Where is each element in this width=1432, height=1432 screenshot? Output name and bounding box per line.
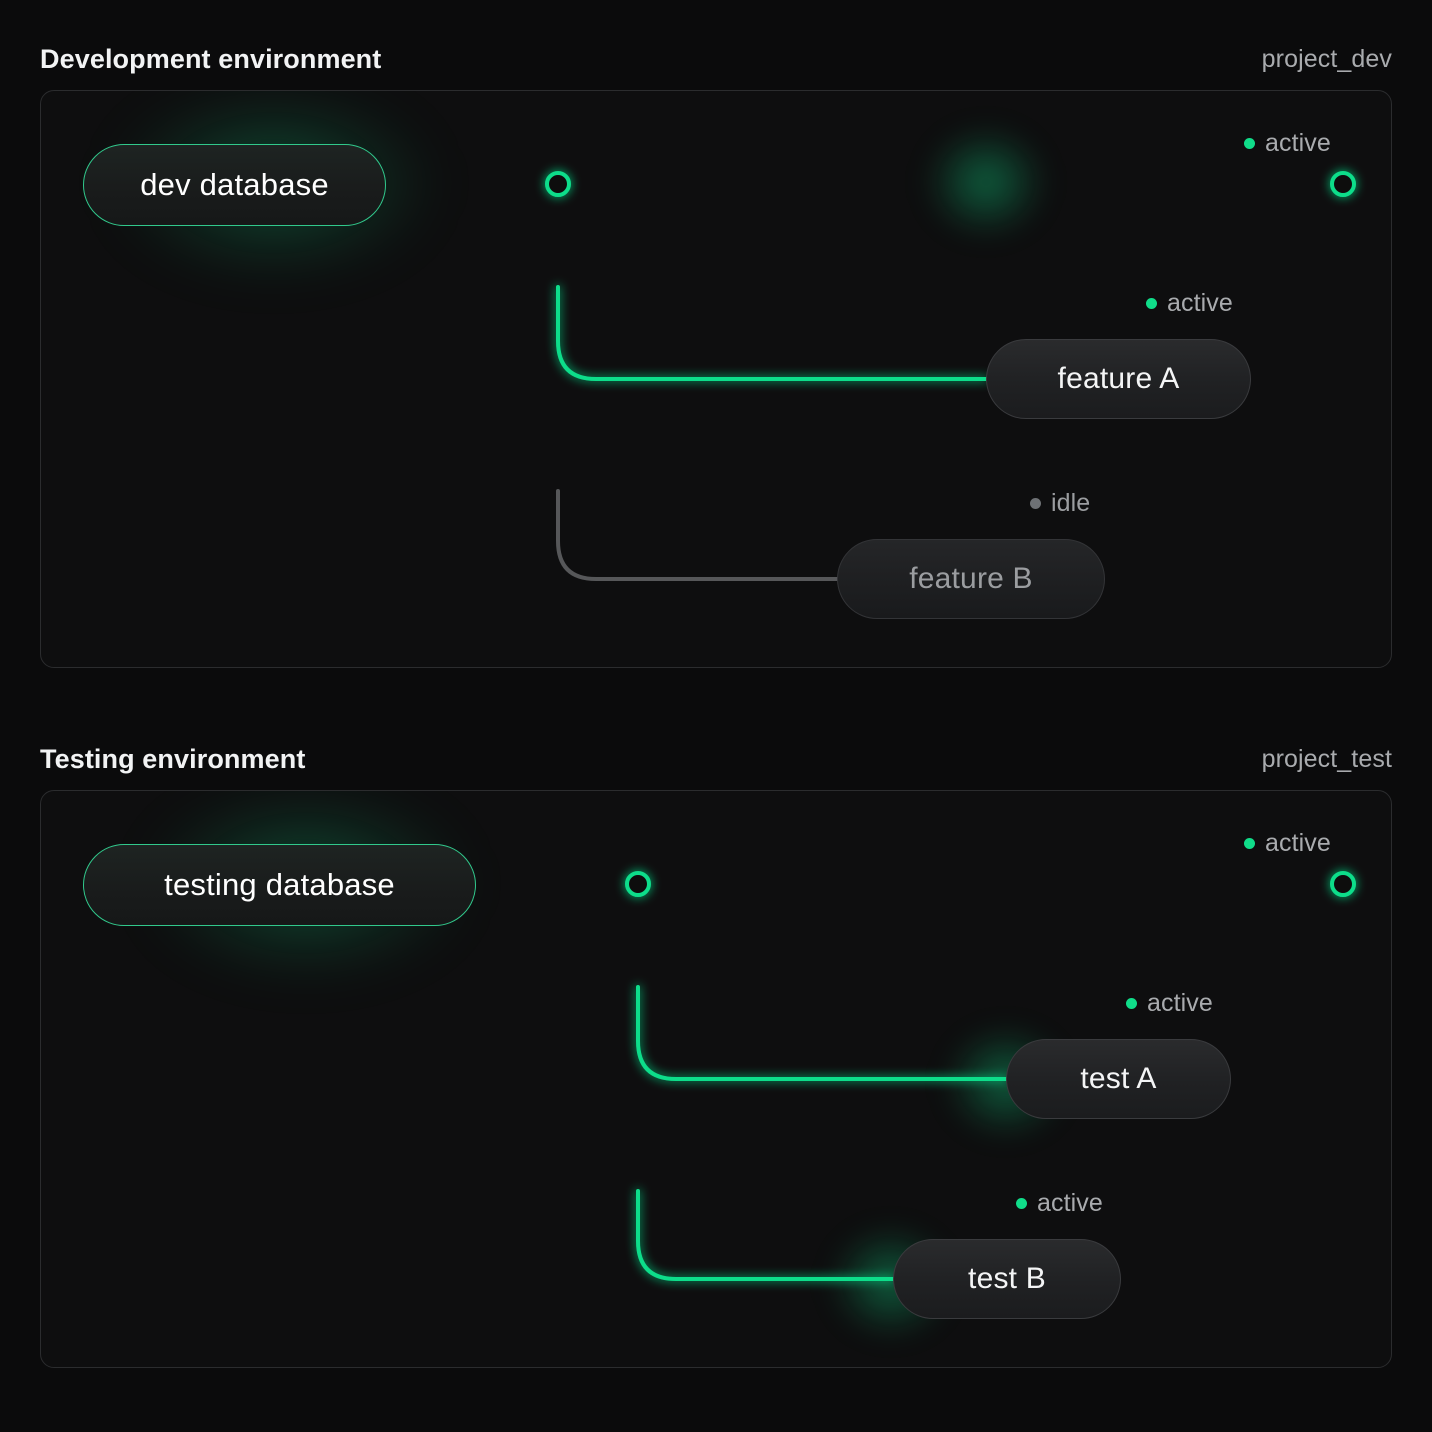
- section-header: Testing environment project_test: [0, 728, 1432, 790]
- status-badge-feature-a: active: [1146, 289, 1233, 318]
- junction-node: [545, 171, 571, 197]
- node-label: dev database: [140, 167, 329, 202]
- project-label: project_dev: [1261, 44, 1392, 73]
- status-dot-icon: [1244, 138, 1255, 149]
- status-badge-trunk: active: [1244, 129, 1331, 158]
- node-database[interactable]: dev database: [83, 144, 386, 226]
- status-dot-icon: [1126, 998, 1137, 1009]
- status-label: active: [1265, 129, 1331, 157]
- node-test-b[interactable]: test B: [893, 1239, 1121, 1319]
- node-label: testing database: [164, 867, 395, 902]
- node-test-a[interactable]: test A: [1006, 1039, 1231, 1119]
- node-feature-a[interactable]: feature A: [986, 339, 1251, 419]
- status-badge-trunk: active: [1244, 829, 1331, 858]
- node-label: feature A: [1057, 362, 1180, 395]
- status-label: active: [1037, 1189, 1103, 1217]
- status-label: idle: [1051, 489, 1091, 517]
- status-badge-test-b: active: [1016, 1189, 1103, 1218]
- wire-branch-feature-b: [556, 489, 839, 581]
- environment-panel: dev database active feature A active fea…: [40, 90, 1392, 668]
- status-label: active: [1265, 829, 1331, 857]
- status-dot-icon: [1016, 1198, 1027, 1209]
- section-testing-environment: Testing environment project_test: [0, 728, 1432, 1368]
- status-dot-icon: [1146, 298, 1157, 309]
- page-title: Development environment: [40, 43, 382, 74]
- junction-node: [625, 871, 651, 897]
- wire-branch-test-b: [636, 1189, 895, 1281]
- status-label: active: [1147, 989, 1213, 1017]
- page-title: Testing environment: [40, 743, 306, 774]
- wire-branch-test-a: [636, 985, 1008, 1081]
- node-label: test A: [1080, 1062, 1157, 1095]
- section-development-environment: Development environment project_dev: [0, 28, 1432, 668]
- node-database[interactable]: testing database: [83, 844, 476, 926]
- feature-a-glow: [926, 127, 1046, 237]
- node-label: test B: [968, 1262, 1046, 1295]
- status-badge-test-a: active: [1126, 989, 1213, 1018]
- status-dot-icon: [1030, 498, 1041, 509]
- project-label: project_test: [1261, 744, 1392, 773]
- section-header: Development environment project_dev: [0, 28, 1432, 90]
- endpoint-node: [1330, 871, 1356, 897]
- node-label: feature B: [909, 562, 1033, 595]
- status-dot-icon: [1244, 838, 1255, 849]
- status-label: active: [1167, 289, 1233, 317]
- wire-branch-feature-a: [556, 285, 988, 381]
- node-feature-b[interactable]: feature B: [837, 539, 1105, 619]
- status-badge-feature-b: idle: [1030, 489, 1090, 518]
- endpoint-node: [1330, 171, 1356, 197]
- environment-panel: testing database active test A active te…: [40, 790, 1392, 1368]
